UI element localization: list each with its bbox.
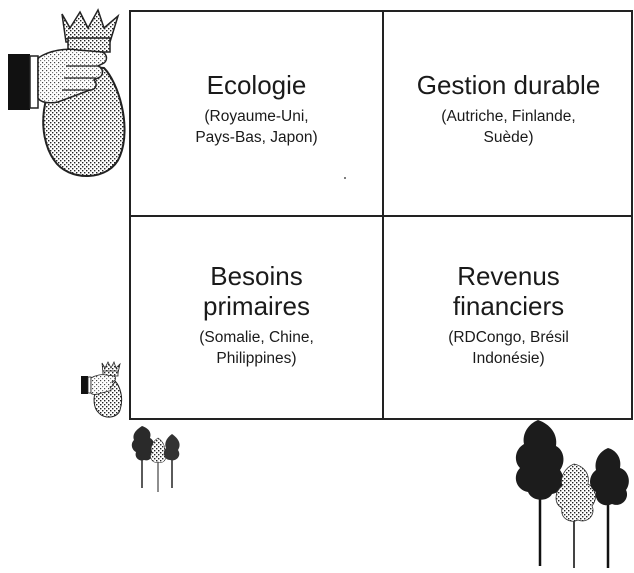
quadrant-besoins-primaires: Besoins primaires (Somalie, Chine, Phili…: [131, 217, 382, 420]
quadrant-countries: (RDCongo, Brésil Indonésie): [448, 329, 569, 367]
hand-holding-large-money-bag-icon: [8, 8, 126, 177]
hand-holding-small-money-bag-icon: [81, 360, 123, 418]
small-trees-icon: [131, 426, 180, 492]
large-trees-icon: [515, 420, 629, 568]
quadrant-countries: (Somalie, Chine, Philippines): [199, 329, 314, 367]
quadrant-grid: Ecologie (Royaume-Uni, Pays-Bas, Japon) …: [129, 10, 633, 420]
quadrant-countries: (Autriche, Finlande, Suède): [441, 108, 576, 146]
quadrant-gestion-durable: Gestion durable (Autriche, Finlande, Suè…: [384, 12, 633, 215]
quadrant-ecologie: Ecologie (Royaume-Uni, Pays-Bas, Japon): [131, 12, 382, 215]
quadrant-title: Revenus financiers: [452, 261, 565, 321]
speck-mark: [344, 177, 346, 179]
quadrant-title: Ecologie: [206, 70, 307, 100]
quadrant-title: Gestion durable: [416, 70, 601, 100]
quadrant-revenus-financiers: Revenus financiers (RDCongo, Brésil Indo…: [384, 217, 633, 420]
quadrant-countries: (Royaume-Uni, Pays-Bas, Japon): [195, 108, 318, 146]
quadrant-title: Besoins primaires: [203, 261, 310, 321]
horizontal-divider: [131, 215, 631, 217]
